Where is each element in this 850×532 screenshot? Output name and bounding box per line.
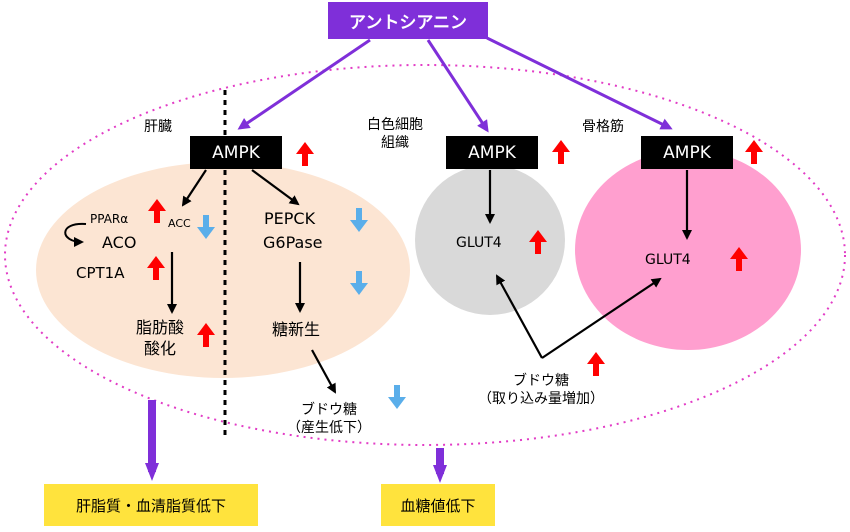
up-arrow-uptake-icon — [587, 352, 605, 376]
glucose-production-line2: （産生低下） — [287, 420, 371, 437]
glucose-production-line1: ブドウ糖 — [301, 402, 357, 418]
glucose-production-label: ブドウ糖 （産生低下） — [274, 401, 384, 437]
arrow-ppar-curve — [64, 222, 87, 247]
arrow-antho-to-adipose — [426, 39, 489, 133]
up-arrow-ppar-icon — [148, 199, 166, 223]
up-arrow-muscle-ampk-icon — [745, 140, 763, 164]
liver-label: 肝臓 — [144, 119, 172, 135]
up-arrow-adipose-glut4-icon — [529, 230, 547, 254]
down-arrow-acc-icon — [197, 215, 215, 239]
arrow-uptake-to-adipose — [496, 274, 543, 359]
body-boundary — [4, 64, 846, 446]
muscle-label: 骨格筋 — [582, 119, 624, 135]
gluconeogenesis-label: 糖新生 — [272, 320, 321, 339]
arrow-gluconeo-to-glucose — [311, 349, 336, 394]
adipose-label: 白色細胞 組織 — [362, 116, 428, 152]
up-arrow-muscle-glut4-icon — [730, 247, 748, 271]
fatty-acid-oxidation-label: 脂肪酸 酸化 — [124, 318, 196, 360]
arrow-ampk-to-pepck — [251, 169, 300, 206]
arrow-ampk-to-acc — [181, 169, 207, 207]
acc-label: ACC — [168, 217, 191, 230]
arrow-antho-to-muscle — [486, 36, 673, 130]
down-arrow-g6pase-icon — [350, 271, 368, 295]
fatty-acid-line1: 脂肪酸 — [135, 318, 184, 337]
adipose-label-line2: 組織 — [381, 135, 409, 152]
pepck-label: PEPCK — [264, 209, 316, 228]
cpt1a-label: CPT1A — [76, 264, 125, 282]
fatty-acid-line2: 酸化 — [143, 338, 176, 358]
anthocyanin-box: アントシアニン — [328, 2, 488, 39]
glucose-uptake-line1: ブドウ糖 — [513, 373, 569, 389]
up-arrow-fatty-acid-icon — [197, 323, 215, 347]
down-arrow-pepck-icon — [350, 208, 368, 232]
glucose-uptake-label: ブドウ糖 （取り込み量増加） — [466, 372, 616, 408]
adipose-cell — [415, 165, 565, 315]
up-arrow-cpt1a-icon — [147, 256, 165, 280]
liver-ampk-box: AMPK — [190, 136, 282, 169]
glucose-outcome-box: 血糖値低下 — [381, 484, 495, 526]
lipid-outcome-box: 肝脂質・血清脂質低下 — [44, 484, 258, 526]
adipose-glut4-label: GLUT4 — [456, 235, 502, 251]
g6pase-label: G6Pase — [263, 233, 323, 252]
ppar-alpha-label: PPARα — [90, 212, 129, 226]
muscle-cell — [575, 150, 801, 350]
up-arrow-adipose-ampk-icon — [552, 140, 570, 164]
muscle-glut4-label: GLUT4 — [645, 252, 691, 268]
arrow-uptake-to-muscle — [541, 277, 662, 359]
muscle-ampk-box: AMPK — [641, 136, 733, 169]
glucose-uptake-line2: （取り込み量増加） — [478, 391, 604, 408]
arrow-antho-to-liver — [237, 38, 371, 130]
down-arrow-glucose-production-icon — [388, 385, 406, 409]
adipose-ampk-box: AMPK — [446, 136, 538, 169]
adipose-label-line1: 白色細胞 — [367, 117, 423, 133]
liver-region — [36, 162, 410, 378]
aco-label: ACO — [102, 233, 137, 252]
up-arrow-liver-ampk-icon — [296, 142, 314, 166]
